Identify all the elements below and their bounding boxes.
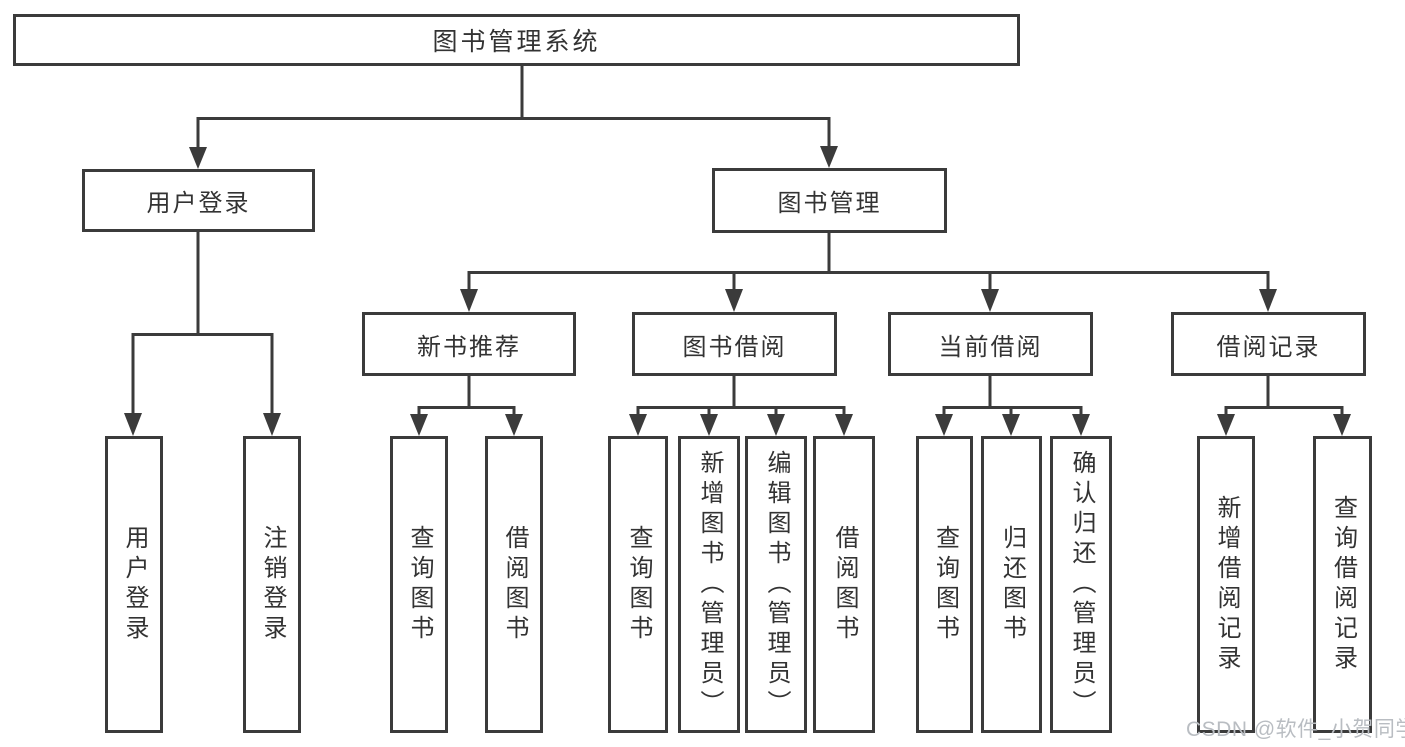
leaf-query-borrow-record: 查询借阅记录	[1313, 436, 1372, 733]
leaf-newbook-query-books: 查询图书	[390, 436, 448, 733]
node-borrowing-records: 借阅记录	[1171, 312, 1366, 376]
leaf-borrowing-query-books: 查询图书	[608, 436, 668, 733]
leaf-logout: 注销登录	[243, 436, 301, 733]
leaf-confirm-return-admin-label: 确认归还（管理员）	[1068, 449, 1095, 720]
edge-borrow-record-to-leaves	[1217, 376, 1351, 436]
node-new-book-recommend: 新书推荐	[362, 312, 576, 376]
leaf-current-query-books-label: 查询图书	[931, 524, 959, 645]
node-user-login: 用户登录	[82, 169, 315, 232]
watermark: CSDN @软件_小贺同学	[1186, 718, 1405, 741]
leaf-newbook-query-books-label: 查询图书	[406, 524, 433, 645]
node-borrowing-records-label: 借阅记录	[1216, 333, 1321, 361]
leaf-user-login-label: 用户登录	[121, 524, 148, 645]
edge-current-borrow-to-leaves	[935, 376, 1090, 436]
leaf-newbook-borrow-books: 借阅图书	[485, 436, 543, 733]
leaf-borrowing-query-books-label: 查询图书	[625, 524, 652, 645]
node-current-borrowing-label: 当前借阅	[938, 333, 1043, 361]
leaf-borrowing-borrow-books: 借阅图书	[813, 436, 875, 733]
leaf-logout-label: 注销登录	[259, 524, 286, 645]
leaf-confirm-return-admin: 确认归还（管理员）	[1050, 436, 1112, 733]
edge-new-book-to-leaves	[410, 376, 523, 436]
node-book-borrowing-label: 图书借阅	[682, 333, 787, 361]
leaf-add-borrow-record: 新增借阅记录	[1197, 436, 1255, 733]
leaf-query-borrow-record-label: 查询借阅记录	[1329, 494, 1357, 675]
leaf-borrowing-borrow-books-label: 借阅图书	[831, 524, 858, 645]
leaf-add-borrow-record-label: 新增借阅记录	[1213, 494, 1240, 675]
node-user-login-label: 用户登录	[146, 190, 251, 217]
leaf-current-query-books: 查询图书	[916, 436, 973, 733]
node-root: 图书管理系统	[13, 14, 1020, 66]
leaf-return-books: 归还图书	[981, 436, 1042, 733]
node-book-management: 图书管理	[712, 168, 947, 233]
edge-book-borrow-to-leaves	[629, 376, 853, 436]
leaf-user-login: 用户登录	[105, 436, 163, 733]
node-book-management-label: 图书管理	[777, 190, 882, 217]
leaf-edit-books-admin: 编辑图书（管理员）	[745, 436, 807, 733]
node-book-borrowing: 图书借阅	[632, 312, 837, 376]
leaf-add-books-admin-label: 新增图书（管理员）	[696, 449, 723, 720]
node-current-borrowing: 当前借阅	[888, 312, 1093, 376]
edge-root-to-level2	[189, 66, 838, 169]
node-root-label: 图书管理系统	[432, 28, 601, 56]
node-new-book-recommend-label: 新书推荐	[417, 333, 521, 361]
leaf-newbook-borrow-books-label: 借阅图书	[501, 524, 528, 645]
edge-book-mgmt-to-level3	[460, 233, 1277, 312]
leaf-return-books-label: 归还图书	[998, 524, 1026, 645]
leaf-add-books-admin: 新增图书（管理员）	[678, 436, 740, 733]
edge-user-login-to-leaves	[124, 232, 281, 436]
leaf-edit-books-admin-label: 编辑图书（管理员）	[763, 449, 790, 720]
